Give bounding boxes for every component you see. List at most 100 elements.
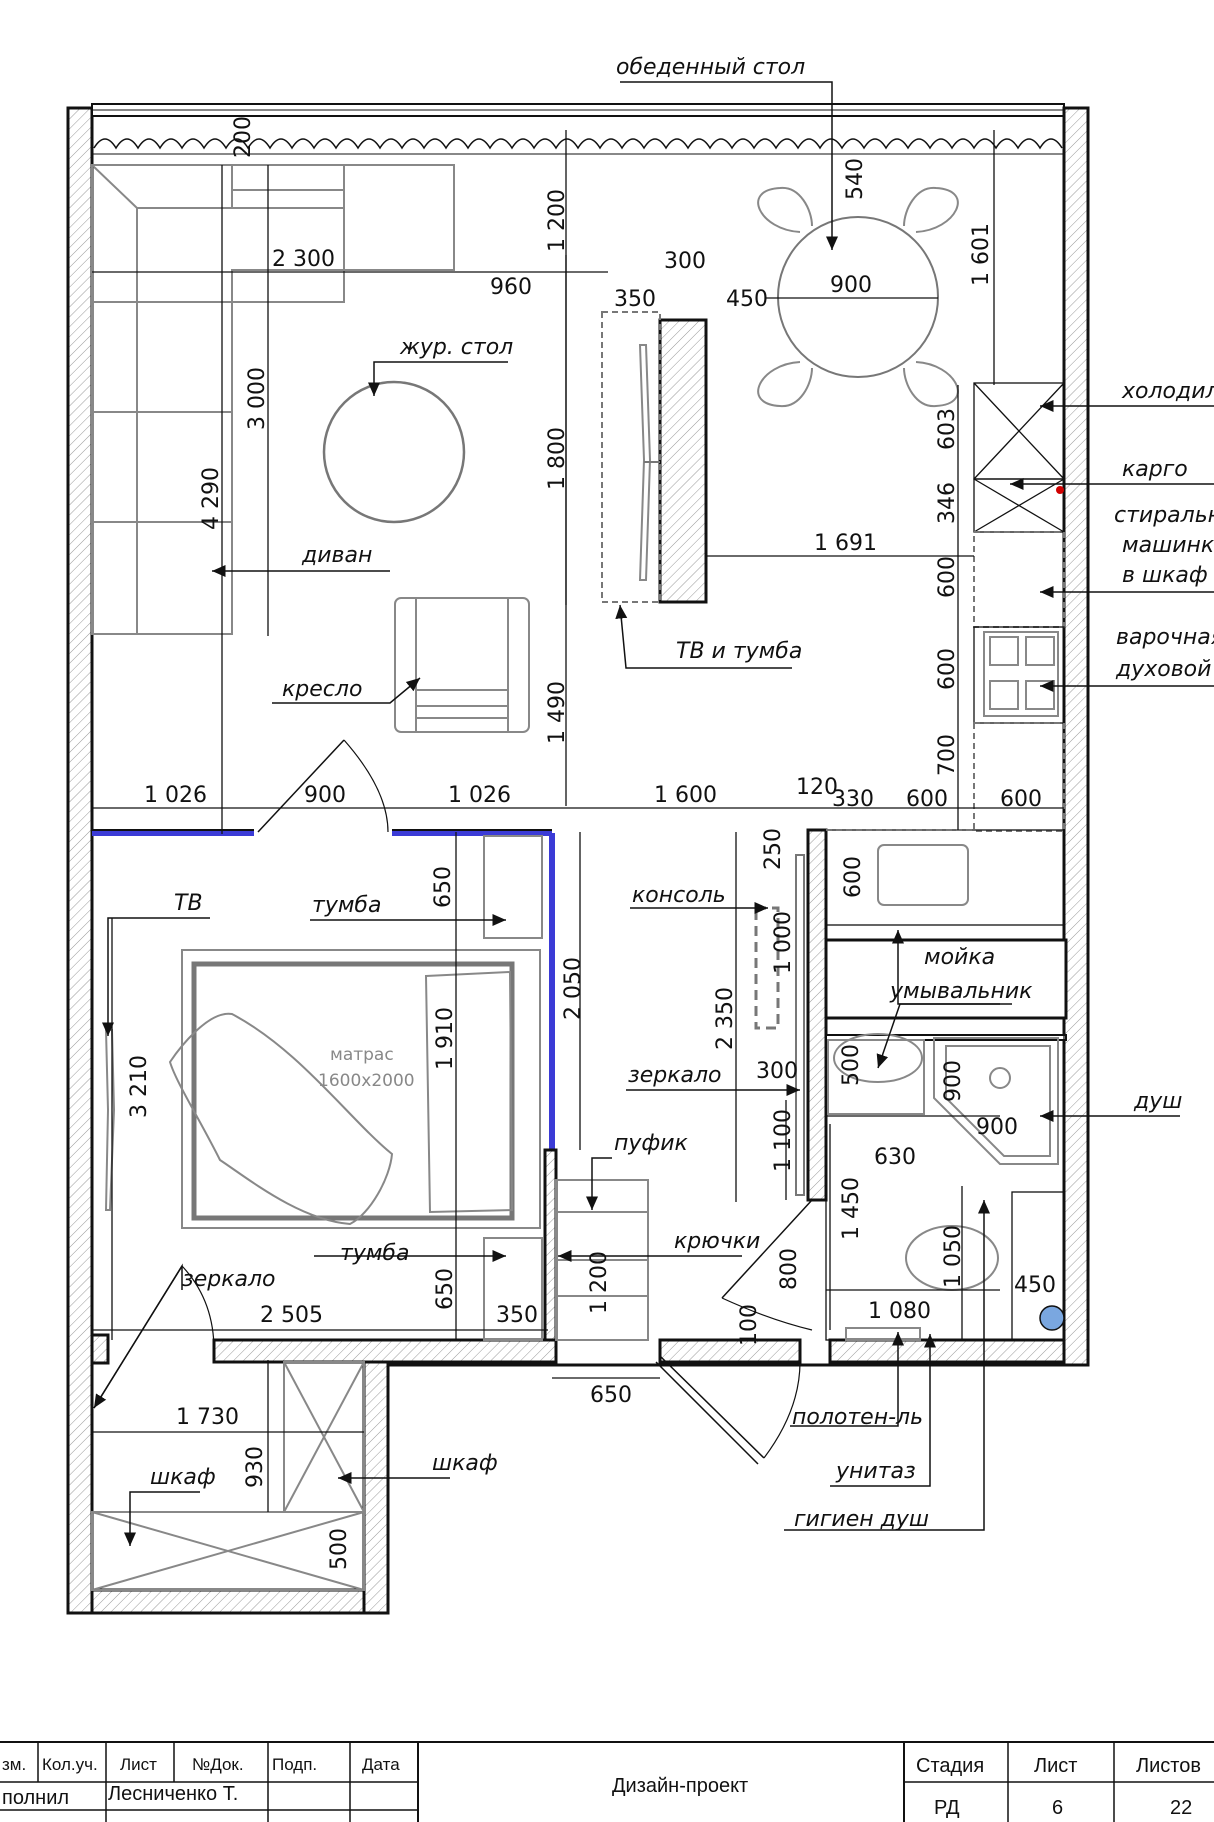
tb-col-list: Лист	[120, 1755, 157, 1774]
tv-stand	[601, 311, 661, 603]
dim-1601: 1 601	[969, 223, 994, 286]
dim-1000: 1 000	[771, 911, 796, 974]
tb-sheet-header: Лист	[1034, 1755, 1077, 1777]
dim-1080: 1 080	[868, 1299, 931, 1324]
tb-col-podp: Подп.	[272, 1755, 317, 1774]
tb-col-data: Дата	[362, 1755, 400, 1774]
dim-2300: 2 300	[272, 247, 335, 272]
dim-450b: 450	[1014, 1273, 1056, 1298]
label-washbasin: умывальник	[889, 979, 1033, 1004]
dim-1200b: 1 200	[587, 1251, 612, 1314]
dim-330: 330	[832, 787, 874, 812]
console	[754, 906, 780, 1030]
dim-603: 603	[935, 408, 960, 450]
dim-900b: 900	[304, 783, 346, 808]
label-pouf: пуфик	[614, 1131, 689, 1156]
dim-100: 100	[737, 1304, 762, 1346]
leader-lines	[93, 81, 1214, 1546]
dim-1691: 1 691	[814, 531, 877, 556]
dim-1730: 1 730	[176, 1405, 239, 1430]
dim-960: 960	[490, 275, 532, 300]
dim-450a: 450	[726, 287, 768, 312]
dim-3000: 3 000	[245, 367, 270, 430]
dim-1026b: 1 026	[448, 783, 511, 808]
tb-sheet: 6	[1052, 1797, 1063, 1819]
label-cargo: карго	[1122, 457, 1188, 482]
dim-1600: 1 600	[654, 783, 717, 808]
dim-300a: 300	[664, 249, 706, 274]
dimension-lines	[92, 130, 1064, 1512]
dim-300b: 300	[756, 1059, 798, 1084]
dim-250: 250	[761, 828, 786, 870]
dim-4290: 4 290	[199, 467, 224, 530]
label-wardrobe-right: шкаф	[432, 1451, 498, 1476]
label-mattress-1: матрас	[330, 1045, 394, 1065]
tb-col-izm: зм.	[2, 1755, 26, 1774]
label-mattress-2: 1600x2000	[318, 1071, 415, 1091]
label-dining-table: обеденный стол	[616, 55, 805, 80]
dim-350b: 350	[496, 1303, 538, 1328]
label-hob-1: варочная	[1116, 625, 1214, 650]
dim-800: 800	[777, 1248, 802, 1290]
label-towel: полотен-ль	[792, 1405, 923, 1430]
label-hooks: крючки	[674, 1229, 760, 1254]
label-nightstand-bottom: тумба	[340, 1241, 409, 1266]
label-sofa: диван	[301, 543, 372, 568]
bed	[168, 949, 541, 1229]
label-console: консоль	[632, 883, 726, 908]
tb-sheets: 22	[1170, 1797, 1192, 1819]
label-fridge: холодильн	[1121, 379, 1214, 404]
label-hygiene-shower: гигиен душ	[794, 1507, 929, 1532]
label-coffee-table: жур. стол	[399, 335, 513, 360]
dim-120: 120	[796, 775, 838, 800]
dim-930: 930	[243, 1446, 268, 1488]
label-mirror-bed: зеркало	[182, 1267, 276, 1292]
tb-stage-header: Стадия	[916, 1755, 984, 1777]
label-tv: ТВ	[174, 891, 203, 916]
curtain	[92, 138, 1064, 155]
tb-sheets-header: Листов	[1136, 1755, 1201, 1777]
dim-346: 346	[935, 482, 960, 524]
pouf	[555, 1179, 649, 1341]
tb-col-koluch: Кол.уч.	[42, 1755, 98, 1774]
room-labels: обеденный стол холодильн карго стиральна…	[150, 55, 1214, 1532]
dim-3210: 3 210	[127, 1055, 152, 1118]
dim-700: 700	[935, 734, 960, 776]
dim-600d: 600	[1000, 787, 1042, 812]
dim-1910: 1 910	[433, 1007, 458, 1070]
coffee-table	[322, 380, 466, 524]
dim-600c: 600	[906, 787, 948, 812]
sofa	[91, 164, 455, 635]
dim-600b: 600	[935, 648, 960, 690]
dim-600e: 600	[841, 856, 866, 898]
tb-col-ndok: №Док.	[192, 1755, 244, 1774]
dining-table	[757, 186, 959, 408]
dim-900c: 900	[941, 1060, 966, 1102]
dim-540: 540	[843, 158, 868, 200]
label-hob-2: духовой ш	[1115, 657, 1214, 682]
label-shower: душ	[1133, 1089, 1182, 1114]
dim-900d: 900	[976, 1115, 1018, 1140]
dim-1100: 1 100	[771, 1109, 796, 1172]
bedroom-tv	[104, 1029, 116, 1211]
title-block: зм. Кол.уч. Лист №Док. Подп. Дата полнил…	[0, 1741, 1214, 1822]
dim-900a: 900	[830, 273, 872, 298]
label-armchair: кресло	[282, 677, 362, 702]
dim-1800: 1 800	[545, 427, 570, 490]
label-sink: мойка	[924, 945, 995, 970]
dim-200: 200	[231, 116, 256, 158]
label-washer-2: машинка	[1122, 533, 1214, 558]
walls	[66, 103, 1090, 1615]
label-nightstand-top: тумба	[312, 893, 381, 918]
label-washer-1: стиральна	[1114, 503, 1214, 528]
label-wardrobe-left: шкаф	[150, 1465, 216, 1490]
tb-project: Дизайн-проект	[612, 1775, 748, 1797]
dim-650a: 650	[431, 866, 456, 908]
dim-2350: 2 350	[713, 987, 738, 1050]
label-mirror-hall: зеркало	[628, 1063, 722, 1088]
dim-1200: 1 200	[545, 189, 570, 252]
dim-650b: 650	[433, 1268, 458, 1310]
tb-stage: РД	[934, 1797, 960, 1819]
dim-500a: 500	[839, 1044, 864, 1086]
